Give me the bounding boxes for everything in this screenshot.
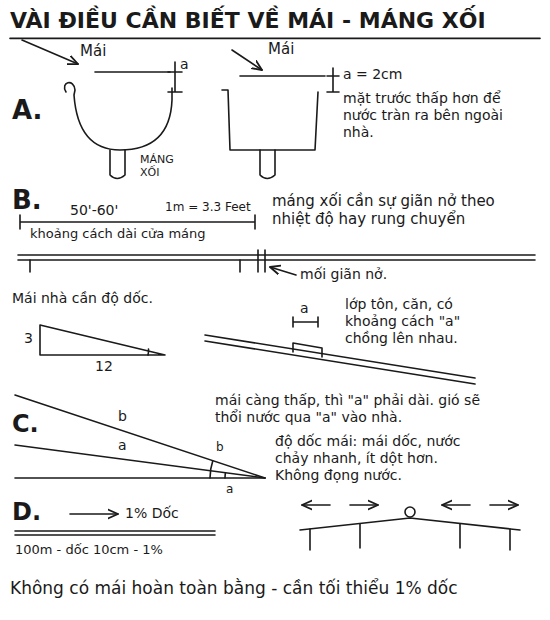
slope-arrow — [70, 513, 118, 515]
note-text: độ dốc mái: mái dốc, nước chảy nhanh, ít… — [275, 433, 485, 483]
dimension-label: 100m - dốc 10cm - 1% — [15, 542, 163, 558]
downspout — [110, 150, 125, 179]
base-line — [15, 477, 265, 479]
angle-label: b — [216, 440, 224, 454]
dimension-label: a — [180, 56, 189, 73]
flow-arrow — [302, 504, 330, 506]
pointer-arrow — [22, 40, 78, 64]
slope-label: 1% Dốc — [125, 505, 179, 522]
note-text: mặt trước thấp hơn để nước tràn ra bên n… — [343, 90, 513, 140]
dimension-label: khoảng cách dài cửa máng — [30, 226, 206, 242]
box-gutter — [222, 90, 318, 150]
note-text: lớp tôn, căn, có khoảng cách "a" chồng l… — [345, 296, 495, 346]
roof-line — [95, 71, 170, 73]
round-gutter — [65, 83, 172, 150]
dimension-mark — [168, 62, 182, 92]
flow-arrow — [350, 504, 378, 506]
dimension-mark — [327, 68, 339, 92]
ridge-cap — [405, 507, 415, 517]
angle-arc — [210, 461, 213, 478]
gutter-run — [18, 255, 535, 260]
flow-arrow — [490, 504, 518, 506]
slope-triangle — [40, 325, 165, 355]
unit-note: 1m = 3.3 Feet — [165, 200, 251, 214]
line-label: a — [118, 437, 127, 454]
ridge-roof — [300, 518, 520, 530]
note-text: Không có mái hoàn toàn bằng - cần tối th… — [10, 578, 540, 598]
low-slope-line — [15, 445, 265, 478]
dimension-label: a — [300, 300, 309, 317]
part-label: mối giãn nở. — [300, 266, 387, 283]
roof-post — [310, 524, 510, 550]
diagram-title: VÀI ĐIỀU CẦN BIẾT VỀ MÁI - MÁNG XỐI — [10, 8, 486, 34]
pointer-arrow — [232, 50, 262, 70]
line-label: b — [118, 408, 127, 425]
section-letter: A. — [12, 95, 42, 126]
note-text: mái càng thấp, thì "a" phải dài. gió sẽ … — [215, 392, 490, 426]
pointer-arrow — [270, 267, 296, 275]
dimension-mark — [293, 317, 318, 327]
overlap-mark — [293, 343, 322, 357]
hanger-mark — [30, 250, 265, 272]
part-label: Mái — [268, 40, 294, 58]
note-text: máng xối cần sự giãn nở theo nhiệt độ ha… — [272, 192, 537, 228]
downspout — [260, 150, 275, 179]
section-letter: B. — [12, 185, 42, 216]
angle-arc — [147, 349, 149, 355]
section-letter: D. — [12, 498, 41, 527]
flow-arrow — [442, 504, 470, 506]
roof-line — [240, 75, 325, 77]
dimension-label: 3 — [24, 330, 33, 347]
section-letter: C. — [12, 410, 39, 439]
angle-label: a — [226, 482, 233, 496]
angle-arc — [224, 473, 226, 478]
part-label: MÁNG XỐI — [140, 153, 190, 179]
note-text: Mái nhà cần độ dốc. — [12, 290, 153, 307]
dimension-label: a = 2cm — [343, 66, 402, 83]
title-underline — [10, 38, 540, 40]
part-label: Mái — [80, 42, 106, 60]
dimension-label: 12 — [95, 358, 113, 375]
dimension-label: 50'-60' — [70, 202, 118, 219]
flat-roof-line — [15, 531, 215, 535]
